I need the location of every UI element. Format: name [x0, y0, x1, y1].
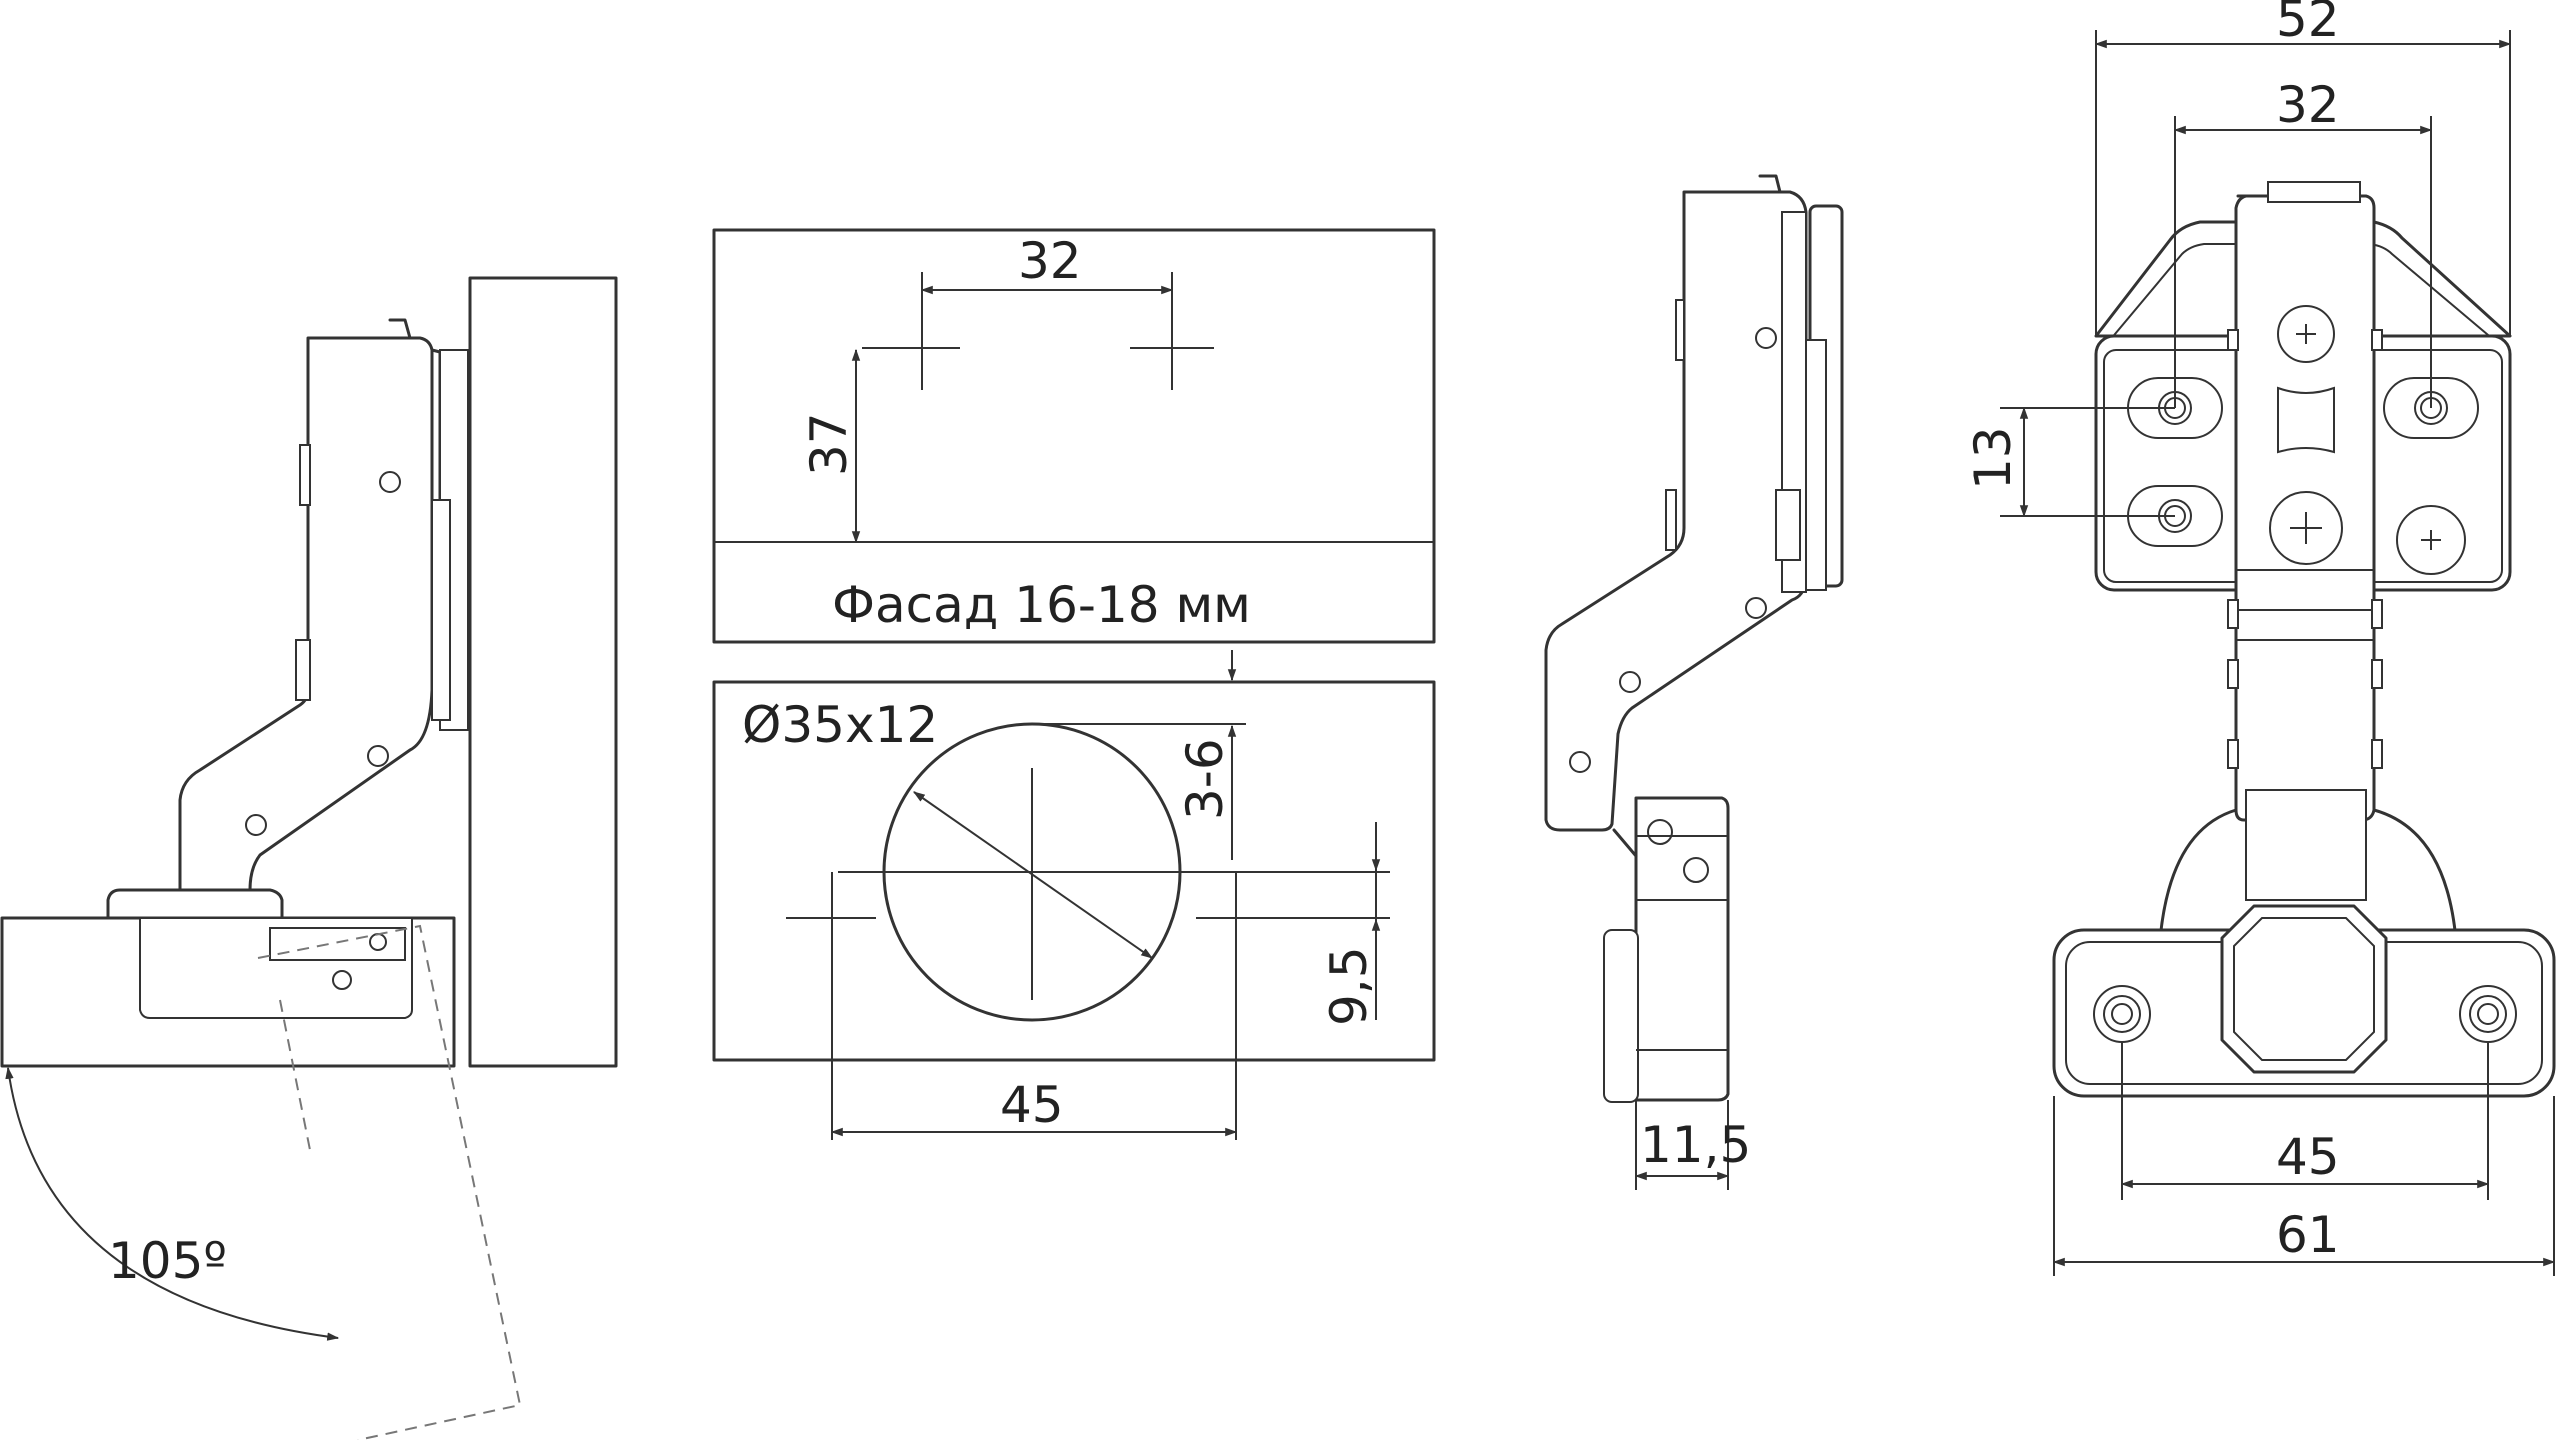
thickness-label: 11,5: [1640, 1116, 1751, 1174]
side-view: 105º: [0, 276, 618, 1441]
plate-spacing-label: 45: [2276, 1128, 2340, 1186]
drilling-diagram-bottom: Ø35x12 3-6 9,5 45: [712, 650, 1436, 1140]
panel-bottom: [712, 680, 1436, 1062]
vertical-spacing-label: 13: [1964, 426, 2022, 490]
hinge-arm: [178, 336, 434, 902]
profile-view: 11,5: [1544, 174, 1844, 1190]
offset-label: 9,5: [1320, 946, 1378, 1026]
plate-width-label: 61: [2276, 1206, 2340, 1264]
edge-distance-label: 3-6: [1176, 738, 1234, 820]
bottom-spacing-label: 45: [1000, 1076, 1064, 1134]
front-view: 52 32 13 45 61: [1964, 0, 2556, 1276]
top-depth-label: 37: [800, 412, 858, 476]
panel-top: [712, 228, 1436, 644]
hole-spacing-label: 32: [2276, 76, 2340, 134]
angle-arc: [5, 1066, 340, 1341]
facade-label: Фасад 16-18 мм: [832, 576, 1251, 634]
drilling-diagram-top: 32 37 Фасад 16-18 мм: [712, 228, 1436, 644]
angle-label: 105º: [108, 1232, 227, 1290]
width-label: 52: [2276, 0, 2340, 48]
top-spacing-label: 32: [1018, 232, 1082, 290]
cup-diameter-label: Ø35x12: [742, 696, 938, 754]
opened-door-outline: [257, 924, 522, 1441]
cabinet-panel: [468, 276, 618, 1068]
